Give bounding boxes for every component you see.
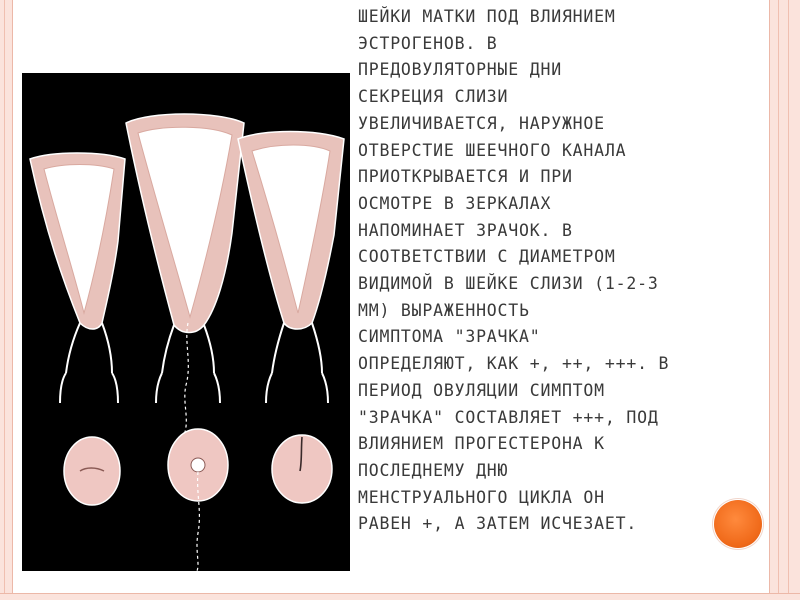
text-line: ОТВЕРСТИЕ ШЕЕЧНОГО КАНАЛА	[358, 140, 627, 160]
cervix-section-1	[29, 152, 126, 404]
text-line: ПРИОТКРЫВАЕТСЯ И ПРИ	[358, 167, 573, 187]
os-view-3	[271, 434, 333, 504]
orange-circle-decoration	[714, 500, 762, 548]
os-view-1	[63, 436, 121, 506]
text-line: ММ) ВЫРАЖЕННОСТЬ	[358, 300, 530, 320]
os-view-2	[167, 428, 229, 571]
text-line: СИМПТОМА "ЗРАЧКА"	[358, 327, 541, 347]
text-line: ШЕЙКИ МАТКИ ПОД ВЛИЯНИЕМ	[358, 7, 616, 26]
text-line: ПЕРИОД ОВУЛЯЦИИ СИМПТОМ	[358, 380, 605, 400]
text-line: ОСМОТРЕ В ЗЕРКАЛАХ	[358, 193, 552, 213]
slide-frame-left	[0, 0, 13, 600]
text-line: РАВЕН +, А ЗАТЕМ ИСЧЕЗАЕТ.	[358, 514, 638, 534]
cervix-illustration	[22, 73, 350, 571]
text-line: СЕКРЕЦИЯ СЛИЗИ	[358, 87, 509, 107]
text-line: ОПРЕДЕЛЯЮТ, КАК +, ++, +++. В	[358, 354, 670, 374]
text-line: СООТВЕТСТВИИ С ДИАМЕТРОМ	[358, 247, 616, 267]
text-line: ЭСТРОГЕНОВ. В	[358, 33, 498, 53]
text-line: УВЕЛИЧИВАЕТСЯ, НАРУЖНОЕ	[358, 113, 605, 133]
cervix-section-3	[237, 130, 345, 404]
text-line: ВИДИМОЙ В ШЕЙКЕ СЛИЗИ (1-2-3	[358, 274, 659, 294]
slide-frame-right	[769, 0, 800, 600]
slide-body-text: ШЕЙКИ МАТКИ ПОД ВЛИЯНИЕМ ЭСТРОГЕНОВ. В ПРЕ…	[358, 4, 738, 538]
text-line: ПОСЛЕДНЕМУ ДНЮ	[358, 460, 509, 480]
text-line: ПРЕДОВУЛЯТОРНЫЕ ДНИ	[358, 60, 562, 80]
text-line: "ЗРАЧКА" СОСТАВЛЯЕТ +++, ПОД	[358, 407, 659, 427]
text-line: МЕНСТРУАЛЬНОГО ЦИКЛА ОН	[358, 487, 605, 507]
slide-frame-bottom	[0, 593, 800, 600]
text-line: ВЛИЯНИЕМ ПРОГЕСТЕРОНА К	[358, 434, 605, 454]
cervix-section-2	[125, 113, 245, 436]
text-line: НАПОМИНАЕТ ЗРАЧОК. В	[358, 220, 573, 240]
